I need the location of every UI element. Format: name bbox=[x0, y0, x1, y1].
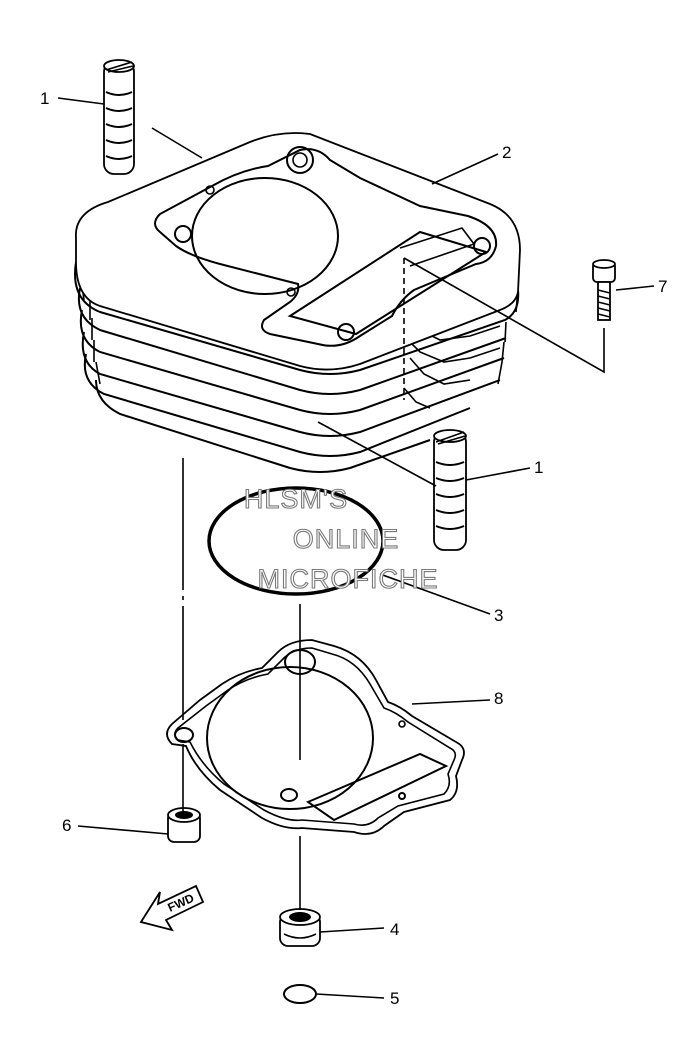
o-ring-small bbox=[283, 984, 317, 1004]
watermark: HLSM'S ONLINE MICROFICHE bbox=[243, 483, 439, 594]
watermark-line-2: ONLINE bbox=[293, 524, 400, 554]
callout-1-top[interactable]: 1 bbox=[40, 89, 49, 108]
alignment-lines bbox=[151, 127, 605, 910]
callouts: 1 2 7 1 3 8 6 4 5 bbox=[40, 89, 667, 1008]
callout-8[interactable]: 8 bbox=[494, 689, 503, 708]
cylinder-block bbox=[74, 132, 521, 473]
o-ring-large bbox=[207, 486, 385, 596]
dowel-pin-right bbox=[433, 429, 467, 551]
dowel-bushing bbox=[167, 807, 201, 843]
leader-lines bbox=[57, 97, 655, 999]
callout-3[interactable]: 3 bbox=[494, 606, 503, 625]
callout-4[interactable]: 4 bbox=[390, 920, 399, 939]
collar bbox=[279, 908, 321, 947]
bolt bbox=[592, 259, 616, 321]
callout-1-right[interactable]: 1 bbox=[534, 458, 543, 477]
fwd-arrow: FWD bbox=[139, 884, 205, 932]
callout-2[interactable]: 2 bbox=[502, 143, 511, 162]
callout-5[interactable]: 5 bbox=[390, 989, 399, 1008]
cylinder-base-gasket bbox=[166, 639, 465, 835]
watermark-line-3: MICROFICHE bbox=[258, 564, 439, 594]
callout-6[interactable]: 6 bbox=[62, 816, 71, 835]
watermark-line-1: HLSM'S bbox=[244, 484, 348, 514]
callout-7[interactable]: 7 bbox=[658, 277, 667, 296]
dowel-pin-top-left bbox=[103, 59, 135, 175]
